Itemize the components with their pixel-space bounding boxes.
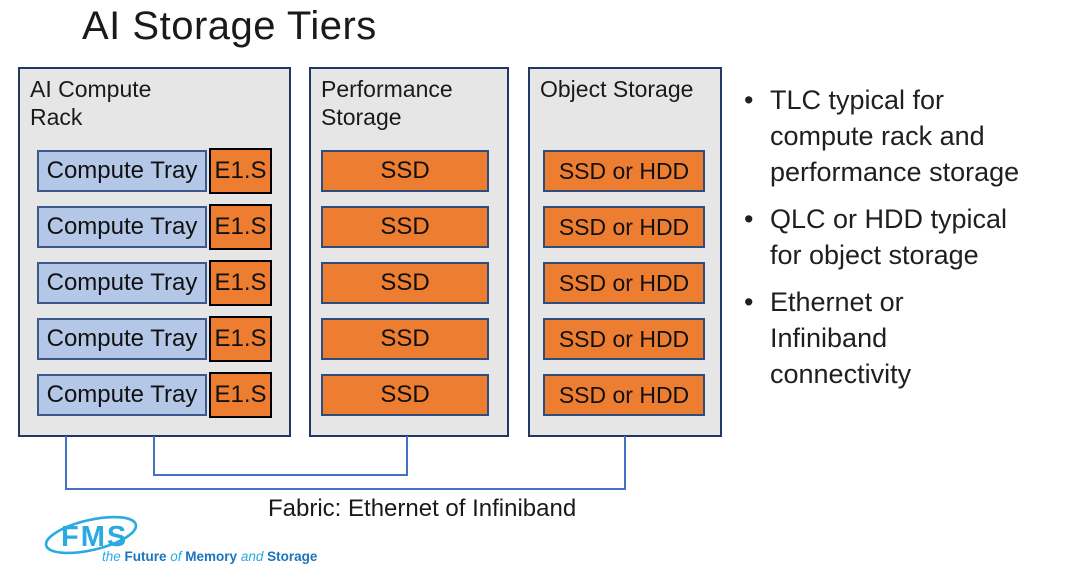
compute-row: Compute Tray E1.S [20, 148, 289, 194]
storage-row: SSD [311, 206, 507, 248]
bullet-item: • TLC typical for compute rack and perfo… [744, 82, 1054, 190]
e1s-drive-box: E1.S [209, 372, 272, 418]
e1s-drive-box: E1.S [209, 204, 272, 250]
rack-performance-storage: Performance Storage SSD SSD SSD SSD SSD [309, 67, 509, 437]
slide-title: AI Storage Tiers [82, 4, 377, 48]
ssd-hdd-box: SSD or HDD [543, 318, 705, 360]
ssd-hdd-box: SSD or HDD [543, 206, 705, 248]
ssd-box: SSD [321, 374, 489, 416]
tagline-word: Future [124, 549, 171, 564]
compute-row: Compute Tray E1.S [20, 260, 289, 306]
compute-tray-box: Compute Tray [37, 262, 207, 304]
ssd-hdd-box: SSD or HDD [543, 374, 705, 416]
compute-row: Compute Tray E1.S [20, 316, 289, 362]
rack-ai-compute-label: AI Compute Rack [30, 76, 152, 130]
rack-object-storage-label: Object Storage [540, 76, 694, 102]
storage-row: SSD [311, 374, 507, 416]
ssd-hdd-box: SSD or HDD [543, 150, 705, 192]
bullet-marker: • [744, 287, 754, 317]
storage-row: SSD [311, 318, 507, 360]
fms-logo: FMS [44, 515, 138, 555]
ssd-hdd-box: SSD or HDD [543, 262, 705, 304]
compute-tray-box: Compute Tray [37, 150, 207, 192]
e1s-drive-box: E1.S [209, 316, 272, 362]
logo-acronym: FMS [61, 521, 128, 553]
bullet-item: • QLC or HDD typical for object storage [744, 201, 1054, 273]
tagline-word: Storage [267, 549, 318, 564]
compute-row: Compute Tray E1.S [20, 204, 289, 250]
logo-tagline: the Future of Memory and Storage [102, 549, 317, 564]
storage-row: SSD [311, 150, 507, 192]
rack-object-storage: Object Storage SSD or HDD SSD or HDD SSD… [528, 67, 722, 437]
bullet-item: • Ethernet or Infiniband connectivity [744, 284, 1054, 392]
tagline-word: the [102, 549, 125, 564]
ssd-box: SSD [321, 206, 489, 248]
storage-row: SSD [311, 262, 507, 304]
ssd-box: SSD [321, 150, 489, 192]
rack-performance-storage-label: Performance Storage [321, 76, 453, 130]
bullet-text: QLC or HDD typical for object storage [770, 204, 1008, 270]
tagline-word: and [240, 549, 268, 564]
compute-row: Compute Tray E1.S [20, 372, 289, 418]
compute-tray-box: Compute Tray [37, 318, 207, 360]
storage-row: SSD or HDD [530, 206, 720, 248]
storage-row: SSD or HDD [530, 150, 720, 192]
storage-row: SSD or HDD [530, 262, 720, 304]
connector-outer-bracket [65, 436, 626, 490]
compute-tray-box: Compute Tray [37, 374, 207, 416]
bullet-marker: • [744, 204, 754, 234]
storage-row: SSD or HDD [530, 374, 720, 416]
rack-ai-compute: AI Compute Rack Compute Tray E1.S Comput… [18, 67, 291, 437]
e1s-drive-box: E1.S [209, 148, 272, 194]
bullet-marker: • [744, 85, 754, 115]
compute-tray-box: Compute Tray [37, 206, 207, 248]
ssd-box: SSD [321, 262, 489, 304]
fabric-label: Fabric: Ethernet of Infiniband [268, 495, 577, 522]
e1s-drive-box: E1.S [209, 260, 272, 306]
bullet-text: TLC typical for compute rack and perform… [770, 85, 1020, 187]
notes-bullet-list: • TLC typical for compute rack and perfo… [744, 82, 1054, 403]
bullet-text: Ethernet or Infiniband connectivity [770, 287, 912, 389]
tagline-word: Memory [185, 549, 241, 564]
connector-inner-bracket [153, 436, 408, 476]
ssd-box: SSD [321, 318, 489, 360]
tagline-word: of [170, 549, 186, 564]
logo-orbit-icon [44, 515, 138, 555]
storage-row: SSD or HDD [530, 318, 720, 360]
